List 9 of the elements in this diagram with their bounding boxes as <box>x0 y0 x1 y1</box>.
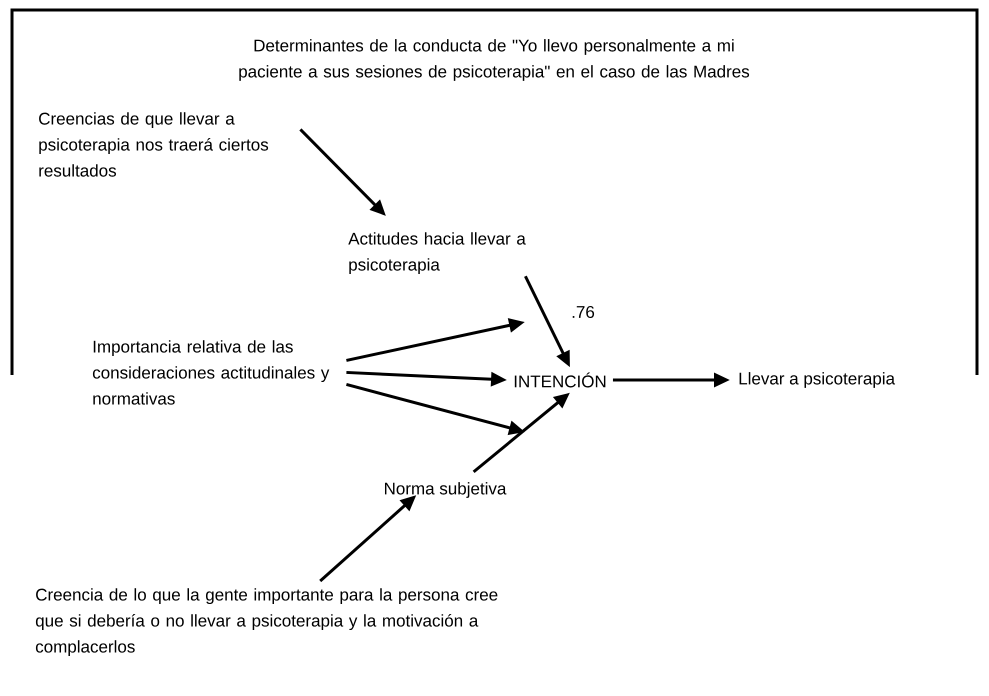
node-text: Importancia relativa de las consideraciones actitudinales y normativas <box>92 340 330 405</box>
node-text: Llevar a psicoterapia <box>740 372 896 388</box>
node-text: Creencia de lo que la gente importante para la persona cree que si debería o no llevar a psicoterapia y la motivación a complacerlos <box>36 588 498 656</box>
node-text: Creencias de que llevar a psicoterapia nos traerá ciertos resultados <box>39 112 268 177</box>
node-text: Actitudes hacia llevar a psicoterapia <box>348 232 526 274</box>
edge-label: .76 <box>570 304 596 320</box>
node-text: Norma subjetiva <box>385 482 506 498</box>
title: Determinantes de la conducta de "Yo llevo personalmente a mi paciente a sus sesiones de psicoterapia" en el caso de las Madres <box>239 39 750 81</box>
node-text: INTENCIÓN <box>514 372 606 388</box>
